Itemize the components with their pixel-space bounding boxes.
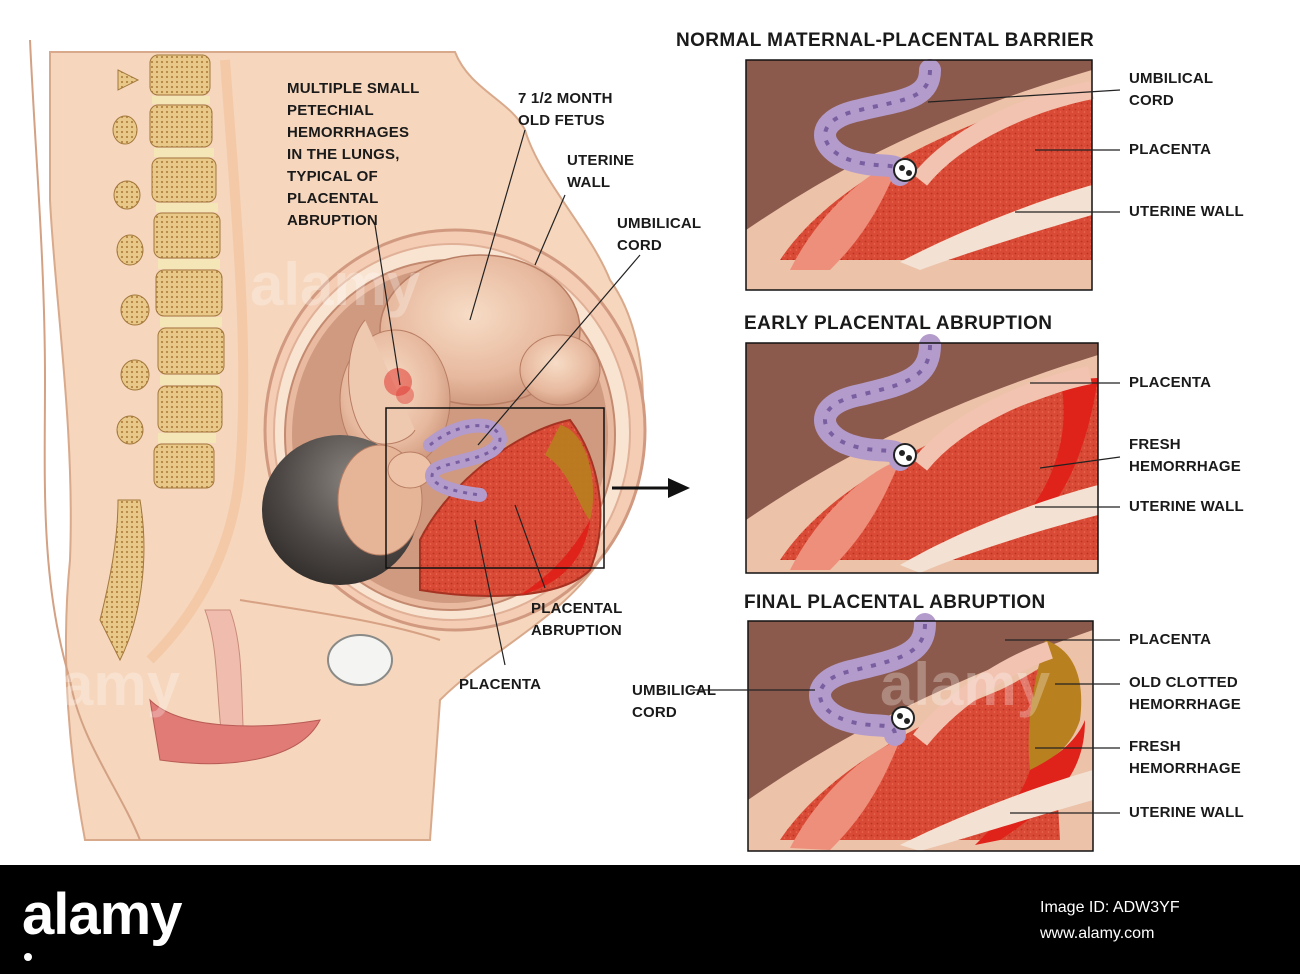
title-normal: NORMAL MATERNAL-PLACENTAL BARRIER (676, 30, 1095, 51)
image-id: Image ID: ADW3YF (1040, 899, 1180, 916)
main-placenta (419, 418, 602, 597)
label-umbilical-cord: UMBILICAL CORD (617, 215, 702, 254)
p1-label-umbilical-cord: UMBILICAL CORD (1129, 70, 1214, 109)
spine-vertebrae (99, 54, 225, 662)
p3-label-fresh-hemorrhage: FRESH HEMORRHAGE (1129, 738, 1242, 777)
label-petechial: MULTIPLE SMALL PETECHIAL HEMORRHAGES IN … (287, 80, 420, 229)
p3-label-old-clotted: OLD CLOTTED HEMORRHAGE (1129, 674, 1242, 713)
p3-label-placenta: PLACENTA (1129, 631, 1212, 648)
p3-label-umbilical-cord: UMBILICAL CORD (632, 682, 717, 721)
panel-final (747, 613, 1094, 852)
label-placenta: PLACENTA (459, 676, 542, 693)
inset-box (385, 407, 605, 569)
p2-label-fresh-hemorrhage: FRESH HEMORRHAGE (1129, 436, 1242, 475)
p1-label-uterine-wall: UTERINE WALL (1129, 203, 1244, 220)
footer-bar: alamy Image ID: ADW3YF www.alamy.com (0, 865, 1300, 974)
brand-dot-icon (24, 953, 32, 961)
brand-logo[interactable]: alamy (22, 882, 182, 947)
p3-label-uterine-wall: UTERINE WALL (1129, 804, 1244, 821)
title-final: FINAL PLACENTAL ABRUPTION (744, 592, 1046, 613)
p2-label-uterine-wall: UTERINE WALL (1129, 498, 1244, 515)
label-fetus: 7 1/2 MONTH OLD FETUS (518, 90, 613, 129)
p2-label-placenta: PLACENTA (1129, 374, 1212, 391)
site-url[interactable]: www.alamy.com (1040, 925, 1155, 942)
label-uterine-wall: UTERINE WALL (567, 152, 635, 191)
title-early: EARLY PLACENTAL ABRUPTION (744, 313, 1053, 334)
zoom-arrow-head (668, 478, 690, 498)
panel-normal (745, 59, 1094, 291)
label-placental-abruption: PLACENTAL ABRUPTION (531, 600, 623, 639)
panel-early (745, 334, 1099, 574)
p1-label-placenta: PLACENTA (1129, 141, 1212, 158)
